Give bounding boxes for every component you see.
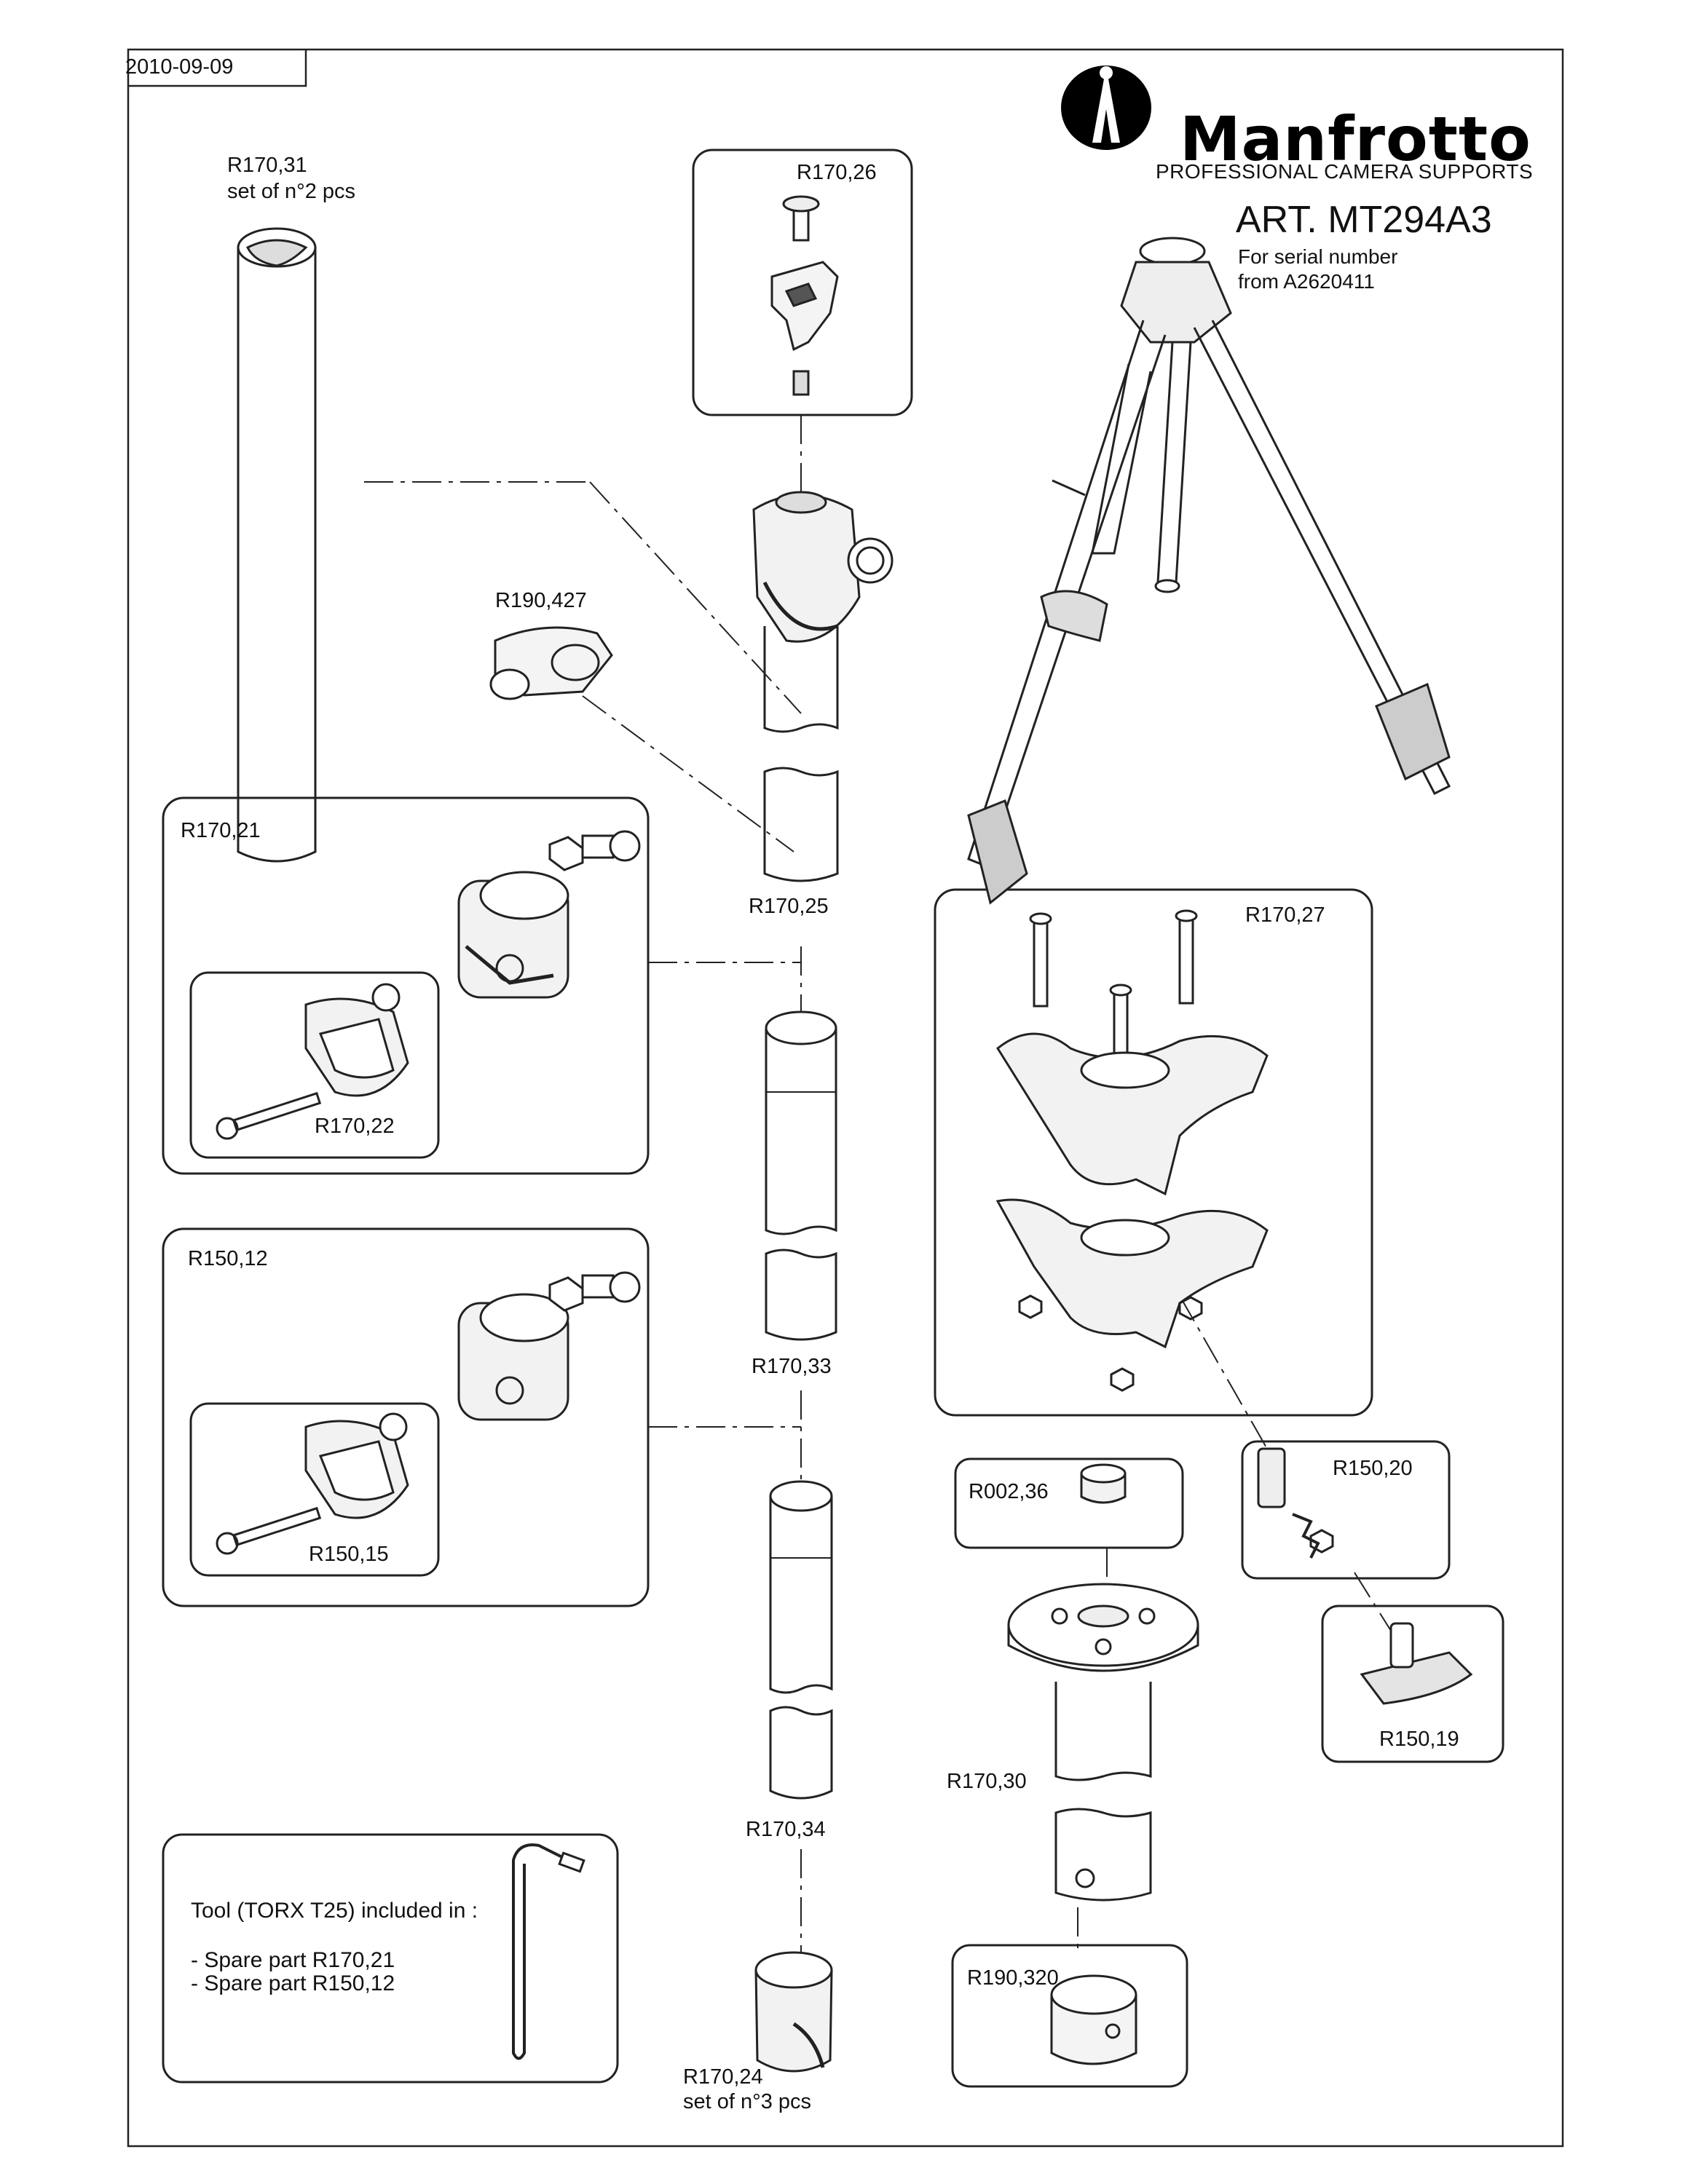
label-r190-320: R190,320 xyxy=(967,1966,1059,1990)
box-r150-12 xyxy=(162,1227,650,1607)
part-r150-12 xyxy=(457,1271,641,1421)
part-r150-20 xyxy=(1257,1447,1334,1559)
tube-r170-33 xyxy=(765,1010,837,1341)
label-r170-21: R170,21 xyxy=(181,819,261,842)
label-r170-33: R170,33 xyxy=(752,1355,832,1378)
label-r190-427: R190,427 xyxy=(495,589,587,612)
part-r190-427 xyxy=(489,626,613,700)
label-r170-31: R170,31 xyxy=(227,154,307,177)
manfrotto-logo-icon xyxy=(1061,66,1151,150)
brand-tagline: PROFESSIONAL CAMERA SUPPORTS xyxy=(1156,160,1534,183)
box-r170-21 xyxy=(162,796,650,1175)
serial-note: For serial number from A2620411 xyxy=(1238,245,1397,294)
label-r170-25: R170,25 xyxy=(749,895,829,918)
sheet-border xyxy=(127,48,1564,2148)
box-tool xyxy=(162,1833,619,2084)
part-r170-21 xyxy=(457,830,641,999)
tube-r170-34 xyxy=(769,1480,833,1800)
part-r170-22 xyxy=(216,983,409,1140)
box-r190-320 xyxy=(951,1944,1188,2088)
part-leg-top xyxy=(752,491,894,882)
label-r150-12: R150,12 xyxy=(188,1247,268,1270)
box-r150-20 xyxy=(1241,1440,1451,1580)
date-box xyxy=(128,50,307,87)
tripod-illustration xyxy=(967,237,1451,905)
tool-note-title: Tool (TORX T25) included in : xyxy=(191,1899,478,1923)
part-r150-15 xyxy=(216,1412,409,1555)
label-r170-30: R170,30 xyxy=(947,1770,1027,1793)
label-r170-24: R170,24 xyxy=(683,2065,763,2089)
box-r150-19 xyxy=(1321,1605,1504,1763)
part-r170-26 xyxy=(770,195,839,396)
tool-note-item-1: - Spare part R170,21 xyxy=(191,1948,395,1972)
brand-name: Manfrotto xyxy=(1180,103,1531,175)
part-r150-19 xyxy=(1360,1622,1473,1705)
leader-lines xyxy=(364,415,1392,1966)
label-r170-26: R170,26 xyxy=(797,161,877,184)
article-number: ART. MT294A3 xyxy=(1236,199,1492,241)
label-r170-34: R170,34 xyxy=(746,1818,826,1841)
date-label: 2010-09-09 xyxy=(125,55,234,79)
box-r170-27 xyxy=(934,888,1373,1417)
label-r170-22: R170,22 xyxy=(315,1115,395,1138)
part-r170-24 xyxy=(754,1951,833,2073)
box-r170-22 xyxy=(189,971,440,1159)
part-r170-30 xyxy=(1007,1583,1199,1902)
tube-r170-31 xyxy=(237,227,317,863)
box-r002-36 xyxy=(954,1457,1184,1549)
tool-note-item-2: - Spare part R150,12 xyxy=(191,1971,395,1995)
box-r170-26 xyxy=(692,149,913,416)
part-r002-36 xyxy=(1080,1463,1127,1504)
torx-key-icon xyxy=(512,1843,585,2060)
label-r170-24-qty: set of n°3 pcs xyxy=(683,2090,812,2113)
label-r170-31-qty: set of n°2 pcs xyxy=(227,180,356,203)
box-r150-15 xyxy=(189,1402,440,1577)
label-r170-27: R170,27 xyxy=(1245,903,1325,927)
label-r150-19: R150,19 xyxy=(1379,1728,1459,1751)
part-r190-320 xyxy=(1050,1974,1137,2065)
label-r150-15: R150,15 xyxy=(309,1543,389,1566)
label-r002-36: R002,36 xyxy=(969,1480,1049,1503)
serial-line-1: For serial number xyxy=(1238,245,1398,268)
part-r170-27 xyxy=(995,909,1269,1392)
label-r150-20: R150,20 xyxy=(1333,1457,1413,1480)
serial-line-2: from A2620411 xyxy=(1238,270,1375,293)
